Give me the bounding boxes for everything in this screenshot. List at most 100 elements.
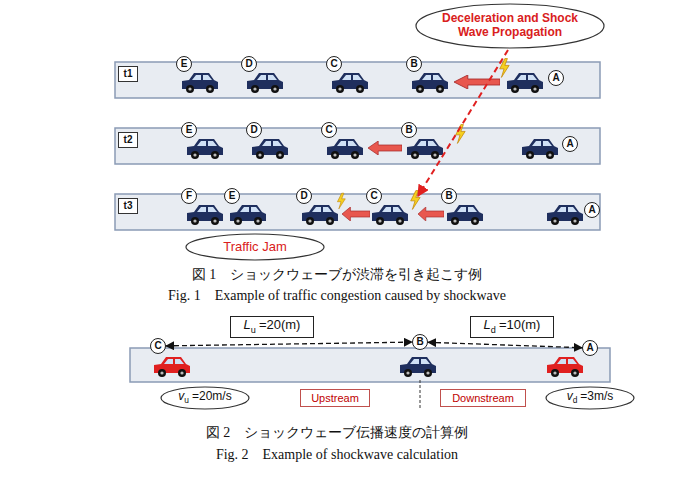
text-group: vd=3m/s: [567, 390, 614, 406]
node-text: Upstream: [311, 392, 359, 404]
caption-text: 図 2 ショックウェーブ伝播速度の計算例: [0, 424, 674, 442]
block-arrow: [342, 207, 370, 221]
car-icon: [182, 73, 218, 93]
car-letter-circle: B: [406, 56, 422, 72]
text-group: B: [445, 190, 452, 202]
node-text: Deceleration and Shock Wave Propagation: [442, 11, 578, 39]
node-text: B: [445, 190, 452, 201]
node-text: t2: [124, 134, 133, 145]
caption-text: Fig. 2 Example of shockwave calculation: [0, 446, 674, 464]
text-group: A: [588, 204, 595, 216]
car-letter-circle: C: [366, 188, 382, 204]
node-text: v: [567, 389, 573, 403]
car-icon: [252, 139, 288, 159]
speed-ellipse: vu=20m/s: [160, 386, 250, 410]
text-group: B: [405, 124, 412, 136]
ellipse-outline: [161, 387, 249, 409]
car-letter-circle: D: [296, 188, 312, 204]
speed-ellipse: vd=3m/s: [545, 386, 635, 410]
lightning-bolt: [411, 191, 420, 210]
time-tag: t3: [118, 198, 138, 214]
car-icon: [412, 73, 448, 93]
text-group: C: [154, 340, 161, 352]
distance-arrow: [166, 342, 412, 346]
text-group: D: [245, 58, 252, 70]
text-group: E: [229, 190, 236, 202]
car-icon: [230, 205, 266, 225]
node-text: C: [330, 58, 337, 69]
node-text: =3m/s: [580, 389, 613, 403]
car-icon: [400, 357, 436, 377]
node-text: t3: [124, 200, 133, 211]
text-group: Lu=20(m): [244, 318, 301, 335]
caption-text: Fig. 1 Example of traffic congestion cau…: [0, 287, 674, 305]
car-letter-circle: A: [584, 202, 600, 218]
car-icon: [447, 205, 483, 225]
node-text: A: [588, 204, 595, 215]
car-letter-circle: B: [441, 188, 457, 204]
text-group: vu=20m/s: [178, 390, 231, 406]
car-letter-circle: F: [181, 188, 197, 204]
car-letter-circle: B: [412, 334, 428, 350]
block-arrow: [454, 75, 500, 89]
car-icon: [247, 73, 283, 93]
text-group: D: [250, 124, 257, 136]
node-text: A: [552, 72, 559, 83]
block-arrow: [418, 207, 444, 221]
text-group: E: [186, 124, 193, 136]
direction-box: Downstream: [440, 389, 526, 407]
node-text: L: [244, 317, 251, 332]
node-text: =20(m): [259, 317, 301, 332]
text-group: B: [416, 336, 423, 348]
car-icon: [547, 205, 583, 225]
text-group: Ld=10(m): [484, 318, 541, 335]
node-text: D: [300, 190, 307, 201]
car-letter-circle: A: [562, 136, 578, 152]
road-lane: [130, 348, 610, 382]
node-text: v: [178, 389, 184, 403]
node-text: u: [251, 325, 256, 335]
boundary-line: [420, 380, 421, 410]
distance-box: Ld=10(m): [470, 316, 554, 338]
text-group: B: [410, 58, 417, 70]
text-group: C: [370, 190, 377, 202]
car-letter-circle: C: [326, 56, 342, 72]
car-letter-circle: E: [181, 122, 197, 138]
ellipse-outline: [546, 387, 634, 409]
callout-ellipse: Deceleration and Shock Wave Propagation: [415, 3, 605, 49]
block-arrow: [368, 141, 402, 155]
node-text: E: [186, 124, 193, 135]
text-group: A: [552, 72, 559, 84]
node-text: C: [325, 124, 332, 135]
text-group: E: [181, 58, 188, 70]
caption-text: 図 1 ショックウェーブが渋滞を引き起こす例: [0, 266, 674, 284]
car-icon: [302, 205, 338, 225]
car-icon: [547, 357, 583, 377]
node-text: =10(m): [499, 317, 541, 332]
node-text: A: [566, 138, 573, 149]
ellipse-outline: [186, 234, 324, 260]
car-letter-circle: A: [582, 340, 598, 356]
shockwave-line: [418, 50, 508, 196]
car-icon: [507, 73, 543, 93]
node-text: C: [370, 190, 377, 201]
car-icon: [372, 205, 408, 225]
car-icon: [332, 73, 368, 93]
node-text: Downstream: [452, 392, 514, 404]
node-text: B: [410, 58, 417, 69]
text-group: t2: [124, 134, 133, 146]
car-icon: [327, 139, 363, 159]
car-icon: [187, 205, 223, 225]
node-text: B: [405, 124, 412, 135]
text-group: t3: [124, 200, 133, 212]
node-text: Traffic Jam: [223, 239, 287, 254]
text-group: Downstream: [452, 392, 514, 405]
car-icon: [522, 139, 558, 159]
node-text: D: [245, 58, 252, 69]
node-text: u: [184, 395, 189, 405]
car-letter-circle: E: [224, 188, 240, 204]
node-text: D: [250, 124, 257, 135]
node-text: E: [229, 190, 236, 201]
